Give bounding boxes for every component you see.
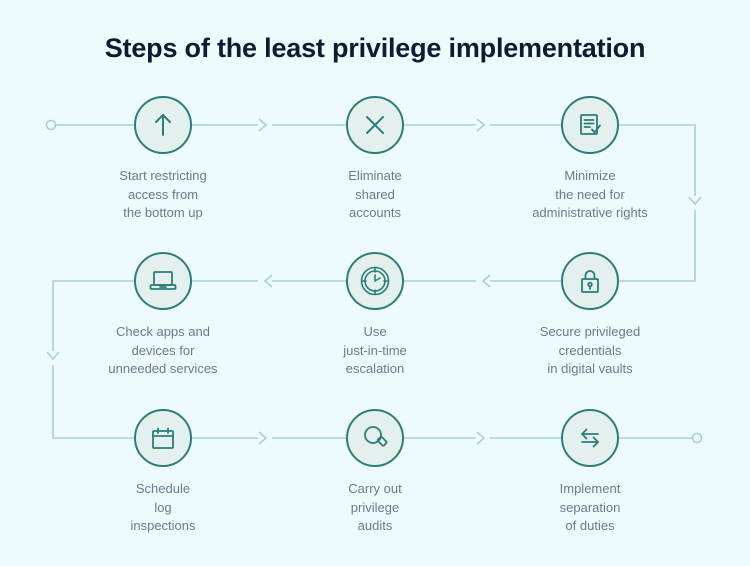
close-x-icon (366, 116, 384, 134)
clock-icon (360, 266, 390, 296)
step-icon-circle-8 (346, 409, 404, 467)
step-node-7[interactable]: Schedule log inspections (73, 409, 253, 536)
step-label-4: Secure privileged credentials in digital… (539, 324, 641, 376)
step-label-9: Implement separation of duties (559, 481, 621, 533)
flow-start-marker (45, 119, 57, 131)
step-icon-circle-1 (134, 96, 192, 154)
page-title: Steps of the least privilege implementat… (104, 33, 646, 63)
step-icon-circle-2 (346, 96, 404, 154)
magnifier-icon (364, 426, 388, 447)
step-label-6: Check apps and devices for unneeded serv… (108, 324, 218, 376)
step-icon-circle-6 (134, 252, 192, 310)
step-icon-circle-3 (561, 96, 619, 154)
arrow-chevron (258, 118, 268, 132)
arrow-chevron (263, 274, 273, 288)
step-icon-circle-4 (561, 252, 619, 310)
lock-icon (581, 270, 599, 293)
step-node-1[interactable]: Start restricting access from the bottom… (73, 96, 253, 223)
swap-arrows-icon (581, 428, 599, 448)
arrow-chevron (258, 431, 268, 445)
arrow-chevron (481, 274, 491, 288)
document-check-icon (580, 114, 601, 135)
step-node-5[interactable]: Use just-in-time escalation (285, 252, 465, 379)
step-label-8: Carry out privilege audits (348, 481, 402, 533)
step-node-4[interactable]: Secure privileged credentials in digital… (500, 252, 680, 379)
step-label-7: Schedule log inspections (130, 481, 196, 533)
flow-end-marker (691, 432, 703, 444)
step-label-3: Minimize the need for administrative rig… (532, 168, 648, 220)
step-node-3[interactable]: Minimize the need for administrative rig… (500, 96, 680, 223)
step-node-6[interactable]: Check apps and devices for unneeded serv… (73, 252, 253, 379)
arrow-chevron (688, 196, 702, 206)
step-label-2: Eliminate shared accounts (348, 168, 402, 220)
step-node-2[interactable]: Eliminate shared accounts (285, 96, 465, 223)
arrow-chevron (476, 431, 486, 445)
arrow-chevron (46, 351, 60, 361)
step-icon-circle-9 (561, 409, 619, 467)
step-icon-circle-5 (346, 252, 404, 310)
arrow-chevron (476, 118, 486, 132)
step-node-8[interactable]: Carry out privilege audits (285, 409, 465, 536)
step-label-1: Start restricting access from the bottom… (119, 168, 207, 220)
step-icon-circle-7 (134, 409, 192, 467)
arrow-up-icon (155, 114, 171, 136)
step-label-5: Use just-in-time escalation (343, 324, 407, 376)
step-node-9[interactable]: Implement separation of duties (500, 409, 680, 536)
calendar-icon (152, 427, 174, 449)
laptop-icon (149, 271, 177, 290)
